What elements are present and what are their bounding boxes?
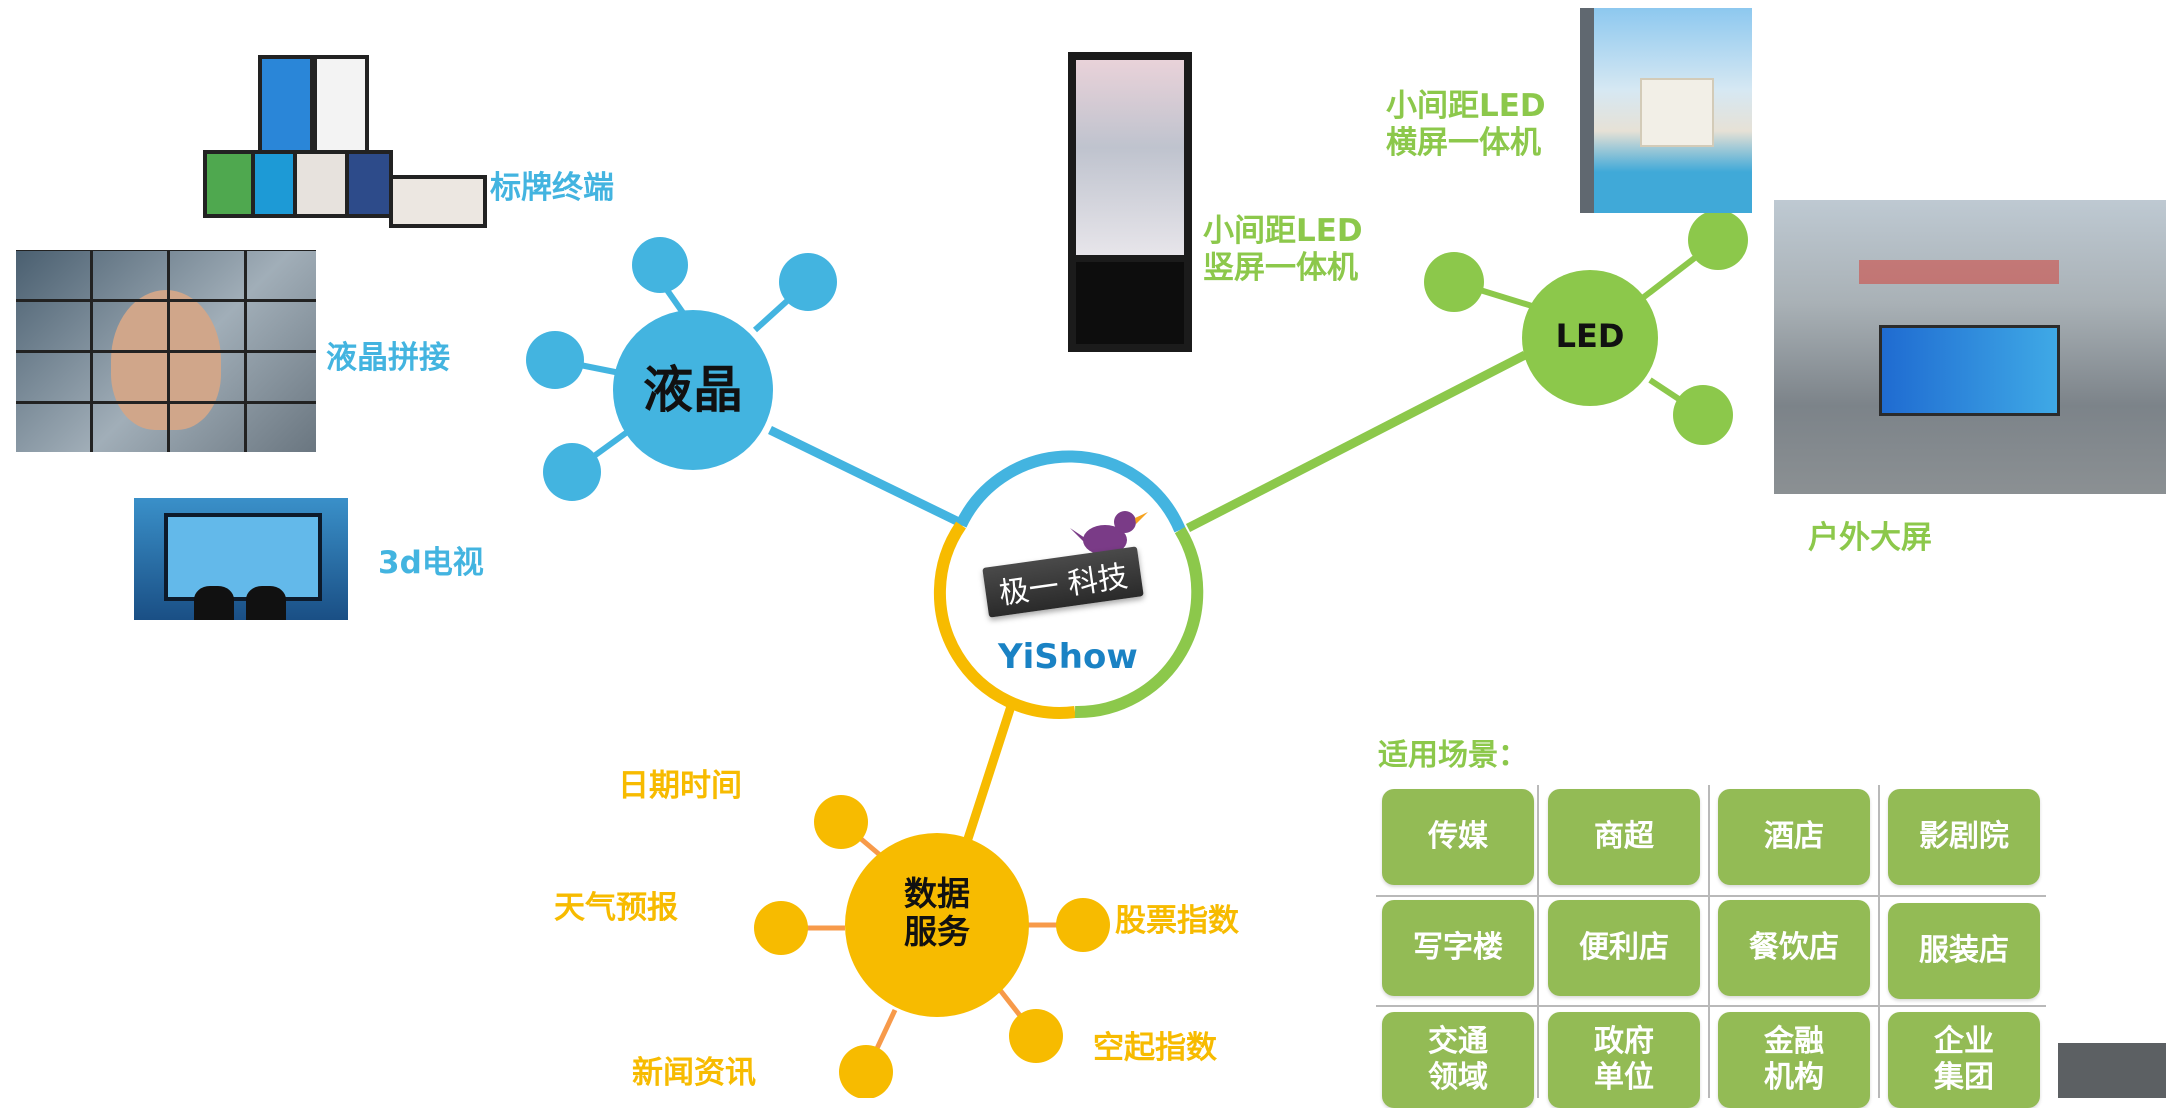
lcd-main-node bbox=[613, 310, 773, 470]
data-title: 数据 服务 bbox=[904, 874, 970, 951]
scenario-cell: 服装店 bbox=[1888, 903, 2040, 999]
scenario-cell: 酒店 bbox=[1718, 789, 1870, 885]
data-item-label: 天气预报 bbox=[554, 890, 678, 926]
scenario-cell: 传媒 bbox=[1382, 789, 1534, 885]
scenario-cell: 餐饮店 bbox=[1718, 900, 1870, 996]
brand-name: YiShow bbox=[998, 637, 1138, 677]
led-satellite-node bbox=[1424, 252, 1484, 312]
scenario-cell: 交通 领域 bbox=[1382, 1012, 1534, 1108]
scenario-cell: 政府 单位 bbox=[1548, 1012, 1700, 1108]
lcd-satellite-node bbox=[632, 237, 688, 293]
scenario-cell: 写字楼 bbox=[1382, 900, 1534, 996]
lcd-connector bbox=[768, 425, 967, 530]
scenario-grid: 传媒 商超 酒店 影剧院 写字楼 便利店 餐饮店 服装店 交通 领域 政府 单位… bbox=[1376, 785, 2046, 1108]
data-satellite-node bbox=[839, 1045, 893, 1098]
outdoor-screen-image bbox=[1774, 200, 2166, 494]
scenario-title: 适用场景： bbox=[1378, 738, 1528, 773]
lcd-title: 液晶 bbox=[643, 361, 743, 419]
lcd-video-wall-image bbox=[16, 250, 316, 452]
scenario-cell: 商超 bbox=[1548, 789, 1700, 885]
center-ring-green bbox=[1074, 526, 1204, 719]
led-main-node bbox=[1522, 270, 1658, 406]
data-satellite-node bbox=[1056, 898, 1110, 952]
center-ring-yellow bbox=[933, 521, 1076, 719]
signage-kiosks-image bbox=[193, 50, 493, 235]
scenario-cell: 便利店 bbox=[1548, 900, 1700, 996]
3d-tv-image bbox=[134, 498, 348, 620]
led-item-label: 户外大屏 bbox=[1808, 520, 1932, 556]
center-ring-blue bbox=[955, 450, 1186, 533]
scenario-cell: 影剧院 bbox=[1888, 789, 2040, 885]
data-main-node bbox=[845, 833, 1029, 1017]
led-title: LED bbox=[1555, 317, 1625, 355]
data-item-label: 股票指数 bbox=[1115, 903, 1239, 939]
lcd-satellite-node bbox=[526, 331, 584, 389]
data-satellite-node bbox=[814, 795, 868, 849]
led-item-label: 小间距LED 竖屏一体机 bbox=[1203, 213, 1363, 287]
lcd-item-label: 液晶拼接 bbox=[326, 340, 450, 376]
data-connector bbox=[960, 698, 1018, 850]
lcd-satellite-node bbox=[779, 253, 837, 311]
vertical-led-kiosk-image bbox=[1068, 52, 1192, 352]
lcd-satellite-node bbox=[543, 443, 601, 501]
led-connector bbox=[1185, 350, 1528, 533]
data-satellite-node bbox=[754, 901, 808, 955]
led-satellite-node bbox=[1688, 210, 1748, 270]
data-satellite-node bbox=[1009, 1009, 1063, 1063]
lcd-item-label: 标牌终端 bbox=[490, 170, 614, 206]
scenario-cell: 金融 机构 bbox=[1718, 1012, 1870, 1108]
led-satellite-node bbox=[1673, 385, 1733, 445]
lcd-item-label: 3d电视 bbox=[378, 545, 484, 581]
data-item-label: 新闻资讯 bbox=[632, 1055, 756, 1091]
data-item-label: 日期时间 bbox=[618, 768, 742, 804]
led-item-label: 小间距LED 横屏一体机 bbox=[1386, 88, 1546, 162]
corner-decoration bbox=[2058, 1043, 2166, 1098]
data-item-label: 空起指数 bbox=[1093, 1030, 1217, 1066]
scenario-cell: 企业 集团 bbox=[1888, 1012, 2040, 1108]
horizontal-led-display-image bbox=[1580, 8, 1752, 213]
